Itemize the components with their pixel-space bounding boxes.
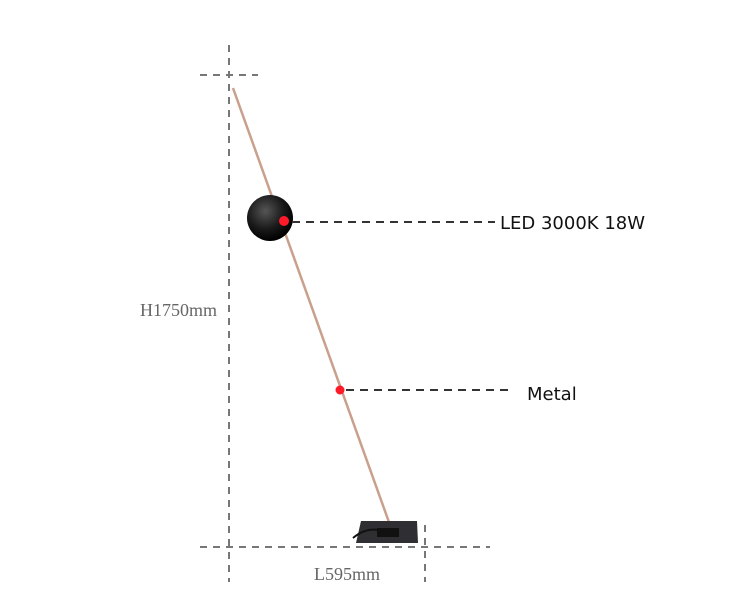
lamp-head bbox=[247, 195, 293, 241]
metal-marker-dot bbox=[335, 385, 345, 395]
led-marker-dot bbox=[279, 216, 289, 226]
lamp-base bbox=[352, 521, 418, 543]
led-label: LED 3000K 18W bbox=[500, 213, 645, 234]
height-label: H1750mm bbox=[140, 300, 217, 320]
length-label: L595mm bbox=[314, 564, 380, 584]
metal-label: Metal bbox=[527, 384, 577, 405]
lamp-pole bbox=[231, 87, 392, 526]
